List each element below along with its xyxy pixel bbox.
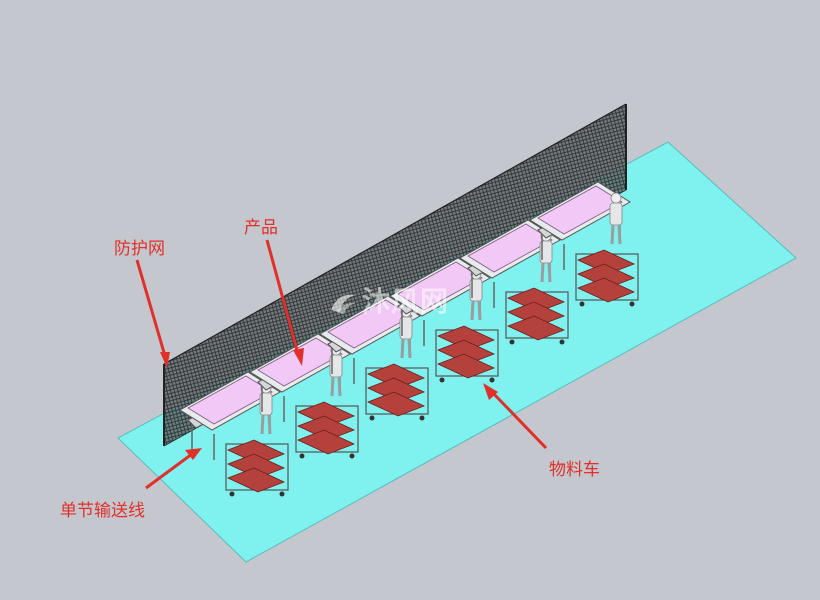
arrow-conveyor-head [185, 448, 202, 460]
workstation-3 [319, 295, 429, 421]
cart-bin [576, 277, 636, 303]
product-panel [397, 261, 483, 311]
operator-leg [617, 224, 622, 245]
operator-body [609, 202, 623, 226]
operator-leg [477, 300, 482, 321]
cart-wheel [369, 415, 375, 421]
cart-wheel [489, 377, 495, 383]
operator-leg [610, 224, 615, 245]
product-panel [467, 223, 553, 273]
operator-body [469, 278, 483, 302]
arrow-product [265, 239, 300, 355]
operator-leg [407, 338, 412, 359]
operator-body [539, 240, 553, 264]
operator-leg [267, 414, 272, 435]
arrow-conveyor [145, 452, 193, 490]
operator-leg [337, 376, 342, 397]
cart-bin [436, 353, 496, 379]
label-single-conveyor: 单节输送线 [60, 501, 145, 521]
arrow-fence-head [160, 352, 170, 368]
product-panel [187, 375, 273, 425]
workstation-4 [389, 257, 499, 383]
cart-wheel [559, 339, 565, 345]
product-panel [327, 299, 413, 349]
operator-body [259, 392, 273, 416]
cart-wheel [349, 453, 355, 459]
operator-head [610, 192, 622, 204]
watermark-logo-icon [331, 294, 356, 314]
operator-body [399, 316, 413, 340]
cart-wheel [579, 301, 585, 307]
cart-wheel [279, 491, 285, 497]
operator-body [329, 354, 343, 378]
annotation-arrows [135, 239, 548, 490]
workstation-6 [529, 181, 639, 307]
cart-bin [226, 467, 286, 493]
cart-wheel [509, 339, 515, 345]
cart-bin [366, 391, 426, 417]
fence-top-rail [163, 103, 627, 365]
cart-wheel [629, 301, 635, 307]
cart-wheel [229, 491, 235, 497]
arrow-cart-head [483, 383, 498, 400]
arrow-product-head [293, 348, 304, 366]
cart-bin [296, 429, 356, 455]
label-protective-fence: 防护网 [114, 239, 165, 259]
label-material-cart: 物料车 [549, 460, 600, 480]
arrow-fence [135, 259, 167, 357]
cart-wheel [439, 377, 445, 383]
cart-bin [506, 315, 566, 341]
watermark: 沐风网 [328, 280, 449, 320]
product-panel [537, 185, 623, 235]
operator-leg [260, 414, 265, 435]
cart-wheel [419, 415, 425, 421]
operator-leg [330, 376, 335, 397]
operator-leg [400, 338, 405, 359]
operator-leg [540, 262, 545, 283]
cart-wheel [299, 453, 305, 459]
watermark-text: 沐风网 [362, 285, 450, 318]
arrow-cart [490, 390, 548, 450]
label-product: 产品 [244, 218, 278, 238]
operator-leg [470, 300, 475, 321]
operator-leg [547, 262, 552, 283]
workstation-1 [179, 371, 289, 497]
